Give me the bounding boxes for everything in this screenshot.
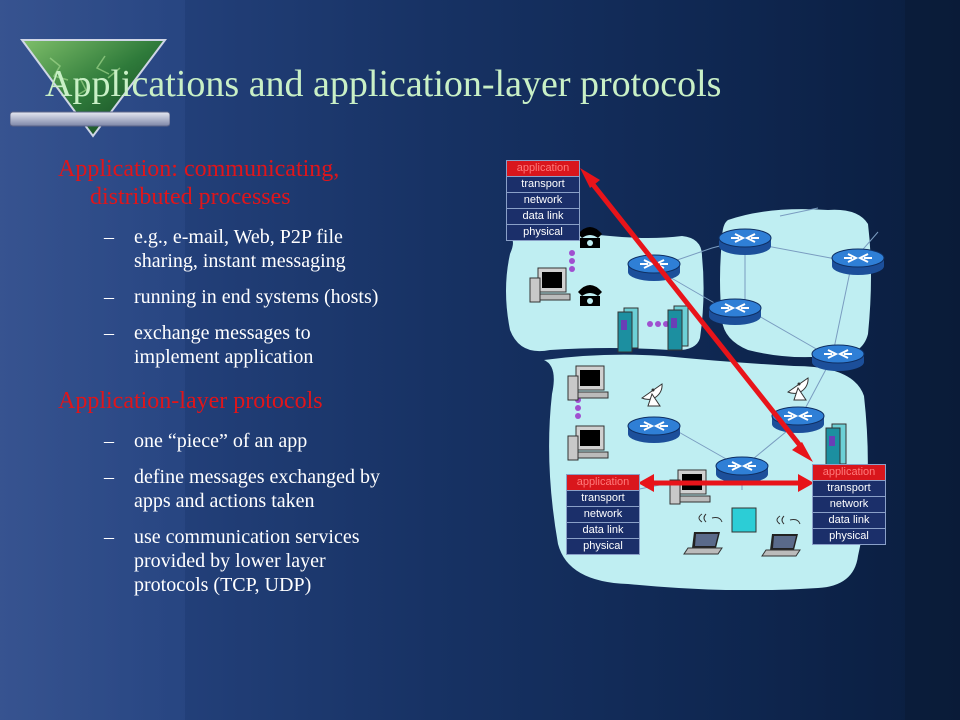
layer-application: application <box>507 161 579 177</box>
list-item: – running in end systems (hosts) <box>104 286 379 308</box>
layer-data-link: data link <box>813 513 885 529</box>
layer-transport: transport <box>567 491 639 507</box>
layer-network: network <box>567 507 639 523</box>
layer-transport: transport <box>813 481 885 497</box>
protocol-stack: application transport network data link … <box>506 160 580 241</box>
server-icon <box>667 305 689 351</box>
router-icon <box>627 416 681 444</box>
bullet-list: Application: communicating, distributed … <box>58 155 478 609</box>
access-point-icon <box>731 507 757 533</box>
layer-data-link: data link <box>567 523 639 539</box>
layer-physical: physical <box>829 530 869 542</box>
router-icon <box>718 228 772 256</box>
router-icon <box>715 456 769 484</box>
list-item: – one “piece” of an app <box>104 430 308 452</box>
section-protocols: Application-layer protocols – one “piece… <box>58 387 478 597</box>
layer-physical: physical <box>583 540 623 552</box>
router-icon <box>831 248 885 276</box>
section-heading: Application: communicating, distributed … <box>58 156 340 210</box>
ellipsis-dots <box>569 250 669 419</box>
server-icon <box>825 423 847 469</box>
protocol-stack: application transport network data link … <box>812 464 886 545</box>
section-application: Application: communicating, distributed … <box>58 155 478 369</box>
layer-network: network <box>507 193 579 209</box>
page-title: Applications and application-layer proto… <box>45 63 722 105</box>
router-icon <box>708 298 762 326</box>
layer-application: application <box>813 465 885 481</box>
message-arrow <box>580 168 814 492</box>
layer-physical: physical <box>523 226 563 238</box>
logo-triangle-icon <box>10 39 170 138</box>
layer-application: application <box>567 475 639 491</box>
server-icon <box>617 307 639 353</box>
router-icon <box>811 344 865 372</box>
protocol-stack: application transport network data link … <box>566 474 640 555</box>
layer-transport: transport <box>507 177 579 193</box>
layer-network: network <box>813 497 885 513</box>
right-edge <box>905 0 960 720</box>
layer-data-link: data link <box>507 209 579 225</box>
section-heading: Application-layer protocols <box>58 388 323 414</box>
